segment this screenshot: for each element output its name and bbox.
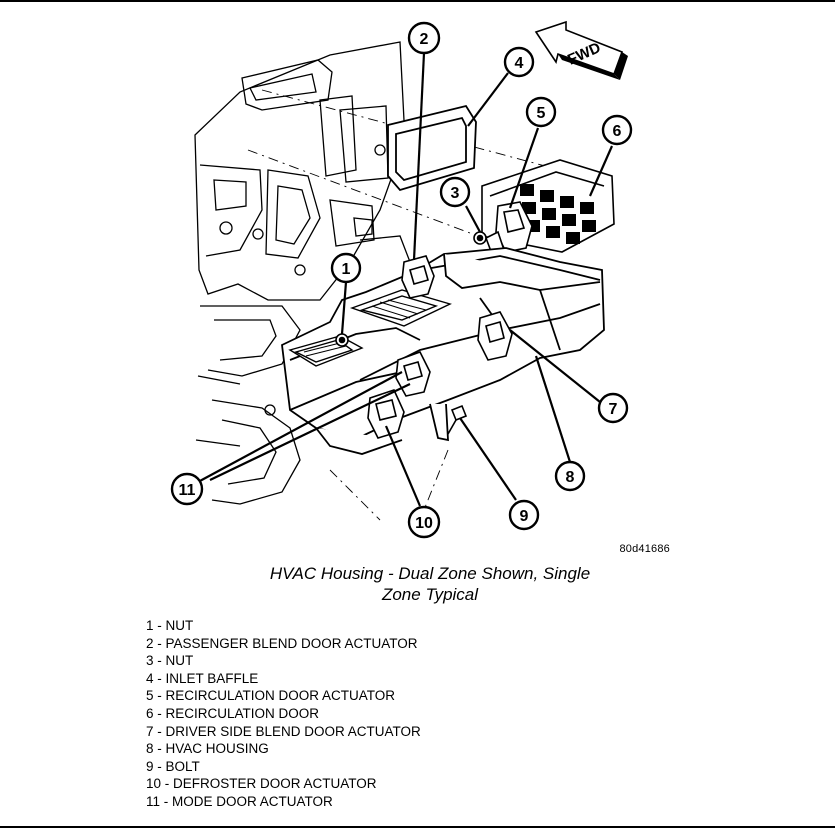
- fasteners: [335, 231, 487, 435]
- hvac-housing-illustration: FWD 1 2 3 4: [170, 20, 633, 539]
- svg-text:10: 10: [415, 515, 433, 532]
- legend-item: 8 - HVAC HOUSING: [146, 741, 269, 757]
- leader-lines: [197, 52, 614, 507]
- figure-id: 80d41686: [619, 543, 670, 555]
- legend-item: 10 - DEFROSTER DOOR ACTUATOR: [146, 776, 377, 792]
- legend-item: 4 - INLET BAFFLE: [146, 670, 259, 686]
- svg-text:1: 1: [342, 261, 351, 278]
- svg-text:4: 4: [515, 55, 524, 72]
- caption-line-1: HVAC Housing - Dual Zone Shown, Single: [269, 564, 591, 583]
- svg-text:5: 5: [537, 105, 546, 122]
- legend-item: 2 - PASSENGER BLEND DOOR ACTUATOR: [146, 635, 418, 651]
- callout-2: 2: [407, 21, 441, 55]
- caption-line-2: Zone Typical: [381, 585, 479, 604]
- callout-3: 3: [439, 176, 471, 208]
- bottom-border: [0, 826, 835, 828]
- callout-markers: 1 2 3 4 5 6 7 8: [170, 21, 633, 539]
- inlet-baffle: [387, 104, 477, 192]
- callout-8: 8: [554, 460, 586, 492]
- svg-text:9: 9: [520, 508, 529, 525]
- legend-item: 7 - DRIVER SIDE BLEND DOOR ACTUATOR: [146, 723, 421, 739]
- top-border: [0, 0, 835, 2]
- callout-6: 6: [601, 114, 633, 146]
- callout-1: 1: [330, 252, 362, 284]
- svg-text:7: 7: [609, 401, 618, 418]
- driver-blend-door-actuator: [477, 311, 513, 361]
- legend-item: 11 - MODE DOOR ACTUATOR: [146, 793, 333, 809]
- callout-9: 9: [508, 499, 540, 531]
- passenger-blend-door-actuator: [401, 255, 435, 299]
- parts-legend: 1 - NUT 2 - PASSENGER BLEND DOOR ACTUATO…: [146, 617, 421, 811]
- legend-item: 1 - NUT: [146, 618, 194, 633]
- legend-item: 6 - RECIRCULATION DOOR: [146, 705, 320, 721]
- figure-caption: HVAC Housing - Dual Zone Shown, Single Z…: [200, 563, 660, 605]
- legend-item: 3 - NUT: [146, 653, 194, 669]
- callout-5: 5: [525, 96, 557, 128]
- svg-text:2: 2: [420, 31, 429, 48]
- callout-4: 4: [503, 46, 535, 78]
- defroster-door-actuator: [367, 389, 405, 439]
- callout-10: 10: [407, 505, 441, 539]
- callout-7: 7: [597, 392, 629, 424]
- svg-text:11: 11: [179, 482, 196, 499]
- vehicle-body-structure: [194, 41, 411, 505]
- legend-item: 5 - RECIRCULATION DOOR ACTUATOR: [146, 688, 396, 704]
- svg-text:3: 3: [451, 185, 460, 202]
- legend-item: 9 - BOLT: [146, 758, 200, 774]
- svg-text:6: 6: [613, 123, 622, 140]
- svg-text:8: 8: [566, 469, 575, 486]
- mode-door-actuator: [395, 351, 431, 397]
- callout-11: 11: [170, 472, 204, 506]
- forward-arrow-icon: FWD: [534, 20, 628, 80]
